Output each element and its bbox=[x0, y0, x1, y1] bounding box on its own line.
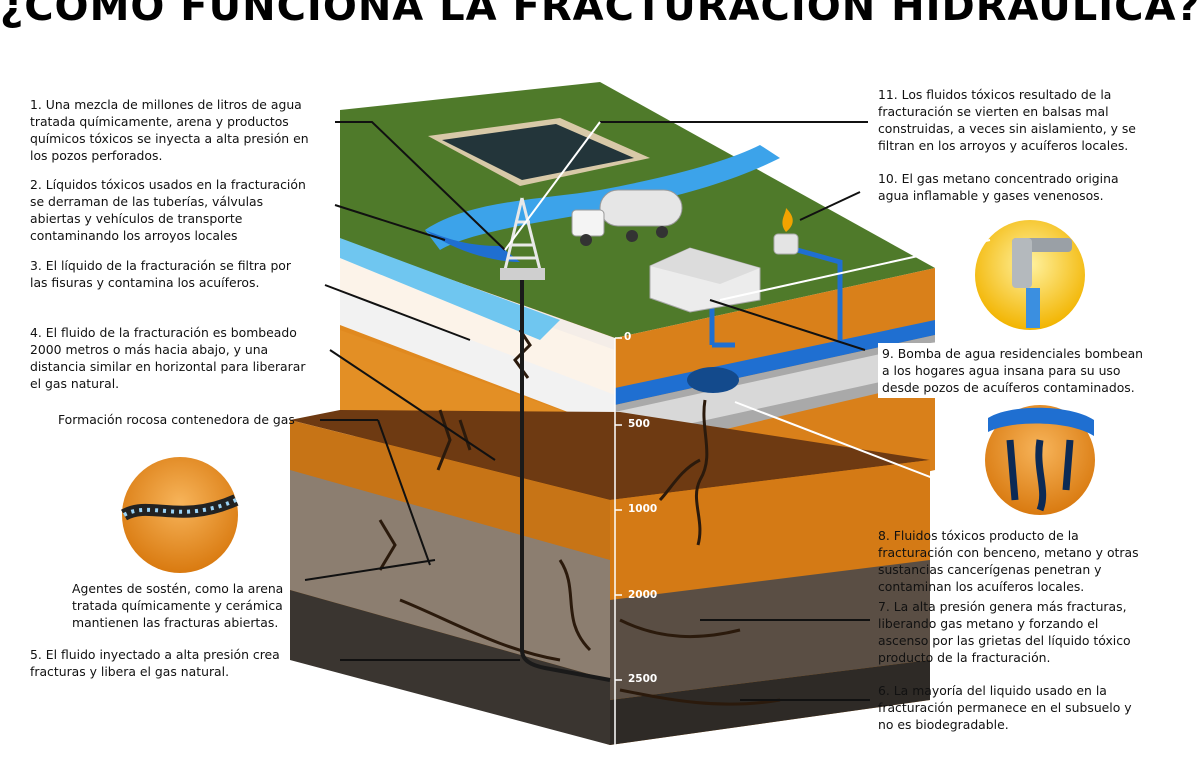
well-pipe bbox=[520, 280, 611, 682]
leader-lines bbox=[304, 121, 870, 701]
tanker-truck-icon bbox=[571, 189, 683, 246]
depth-label-2000: 2000 bbox=[628, 589, 658, 601]
white-layer bbox=[340, 290, 615, 430]
note-3: 3. El líquido de la fracturación se filt… bbox=[30, 258, 291, 290]
methane-pipe bbox=[789, 245, 843, 345]
depth-label-0: 0 bbox=[624, 331, 632, 343]
flame-icon bbox=[773, 208, 799, 255]
note-8: 8. Fluidos tóxicos producto de la fractu… bbox=[878, 528, 1139, 594]
right-white-band bbox=[615, 342, 935, 440]
note-5: 5. El fluido inyectado a alta presión cr… bbox=[30, 647, 280, 679]
note-4: 4. El fluido de la fracturación es bombe… bbox=[30, 325, 306, 391]
fractures bbox=[378, 329, 781, 706]
note-2: 2. Líquidos tóxicos usados en la fractur… bbox=[30, 177, 306, 243]
surface-stream bbox=[425, 145, 780, 250]
note-6: 6. La mayoría del liquido usado en la fr… bbox=[878, 683, 1132, 732]
note-10: 10. El gas metano concentrado origina ag… bbox=[878, 171, 1119, 203]
page-title: ¿COMO FUNCIONA LA FRACTURACION HIDRAULIC… bbox=[0, 0, 1200, 30]
note-7: 7. La alta presión genera más fracturas,… bbox=[878, 599, 1131, 665]
drill-rig-icon bbox=[500, 197, 545, 280]
lower-gas-layer bbox=[290, 590, 610, 745]
depth-label-500: 500 bbox=[628, 418, 650, 430]
note-11: 11. Los fluidos tóxicos resultado de la … bbox=[878, 87, 1136, 153]
lower-rock-layer bbox=[290, 470, 610, 680]
depth-scale bbox=[614, 337, 622, 745]
faucet-icon bbox=[975, 220, 1085, 330]
house-icon bbox=[649, 247, 761, 313]
note-agentes: Agentes de sostén, como la arena tratada… bbox=[72, 581, 284, 630]
proppant-icon bbox=[121, 457, 239, 573]
note-1: 1. Una mezcla de millones de litros de a… bbox=[30, 97, 309, 163]
aquifer-blue-band bbox=[340, 238, 560, 340]
aquifer-icon bbox=[985, 405, 1095, 515]
lower-dark-top bbox=[290, 410, 930, 500]
note-9: 9. Bomba de agua residenciales bombean a… bbox=[878, 343, 1186, 398]
note-formacion: Formación rocosa contenedora de gas bbox=[58, 412, 295, 427]
contaminated-pocket bbox=[687, 367, 739, 393]
white-leader-lines bbox=[504, 121, 991, 501]
toxic-pond-water bbox=[442, 124, 634, 180]
depth-label-2500: 2500 bbox=[628, 673, 658, 685]
lower-right-rock bbox=[610, 560, 930, 700]
depth-label-1000: 1000 bbox=[628, 503, 658, 515]
surface-stream-edge bbox=[425, 230, 520, 262]
